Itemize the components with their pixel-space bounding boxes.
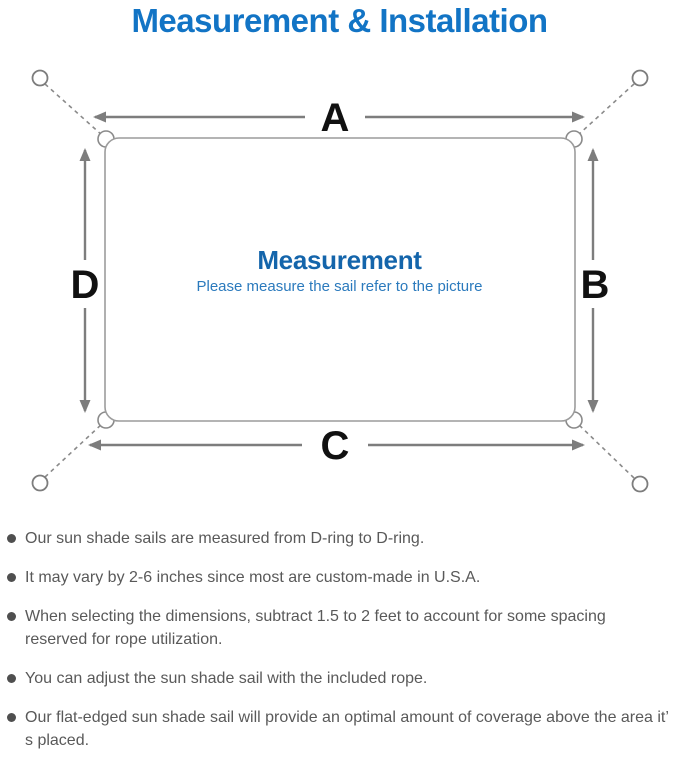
bullet-icon [7,612,16,621]
bullet-icon [7,534,16,543]
anchor-line [44,83,104,137]
note-text: It may vary by 2-6 inches since most are… [25,569,481,586]
anchor-point-icon [31,69,49,87]
measurement-diagram: A C D B [31,69,649,493]
bullet-icon [7,674,16,683]
notes-list: Our sun shade sails are measured from D-… [0,527,679,768]
bullet-icon [7,573,16,582]
page-title: Measurement & Installation [131,2,548,39]
anchor-point-icon [631,475,649,493]
dimension-label-c: C [321,424,350,468]
sail-outline [104,137,576,422]
anchor-point-icon [631,69,649,87]
note-item: Our sun shade sails are measured from D-… [7,527,671,550]
note-item: Our flat-edged sun shade sail will provi… [7,706,671,752]
note-text: Our sun shade sails are measured from D-… [25,530,425,547]
anchor-line [44,422,104,478]
note-item: You can adjust the sun shade sail with t… [7,667,671,690]
note-text: You can adjust the sun shade sail with t… [25,670,428,687]
anchor-line [576,83,635,137]
dimension-label-a: A [321,96,350,140]
anchor-line [576,422,635,479]
bullet-icon [7,713,16,722]
diagram-subheading: Please measure the sail refer to the pic… [196,278,483,295]
product-infographic: Measurement & Installation A C [7,2,668,749]
note-text: Our flat-edged sun shade sail will provi… [25,709,669,749]
anchor-point-icon [31,474,49,492]
diagram-heading: Measurement [257,245,422,275]
dimension-label-b: B [581,263,610,307]
dimension-label-d: D [71,263,100,307]
note-text: When selecting the dimensions, subtract … [25,608,606,648]
note-item: When selecting the dimensions, subtract … [7,605,671,651]
note-item: It may vary by 2-6 inches since most are… [7,566,671,589]
